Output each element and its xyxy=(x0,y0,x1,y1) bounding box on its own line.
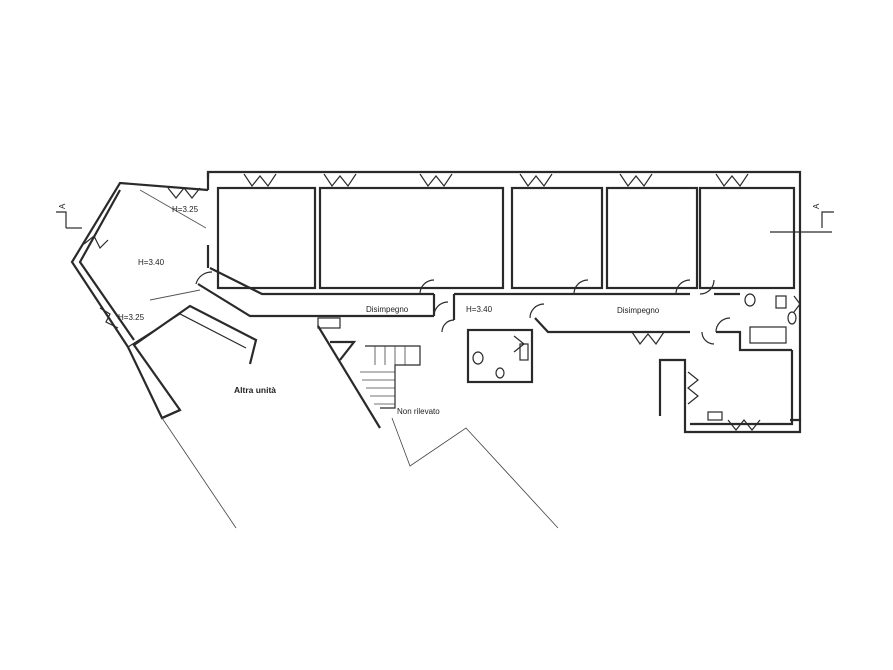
section-markers xyxy=(56,211,834,233)
stairs xyxy=(317,325,421,429)
room-walls xyxy=(216,186,796,290)
boundary-lines xyxy=(161,417,559,529)
section-mark-right: A xyxy=(812,203,821,209)
height-label-top: H=3.25 xyxy=(172,205,199,214)
height-label-center: H=3.40 xyxy=(466,305,493,314)
bathroom-right xyxy=(707,293,797,421)
height-label-bottom: H=3.25 xyxy=(118,313,145,322)
corridor xyxy=(197,267,792,352)
not-surveyed-label: Non rilevato xyxy=(397,407,440,416)
left-wing xyxy=(127,189,258,420)
section-mark-left: A xyxy=(58,203,67,209)
height-label-left: H=3.40 xyxy=(138,258,165,267)
corridor-label-left: Disimpegno xyxy=(366,305,409,314)
outer-walls xyxy=(70,170,802,434)
corridor-label-right: Disimpegno xyxy=(617,306,660,315)
windows xyxy=(83,173,801,431)
bathroom-center xyxy=(466,328,534,384)
doors xyxy=(195,271,731,345)
other-unit-label: Altra unità xyxy=(234,385,276,395)
